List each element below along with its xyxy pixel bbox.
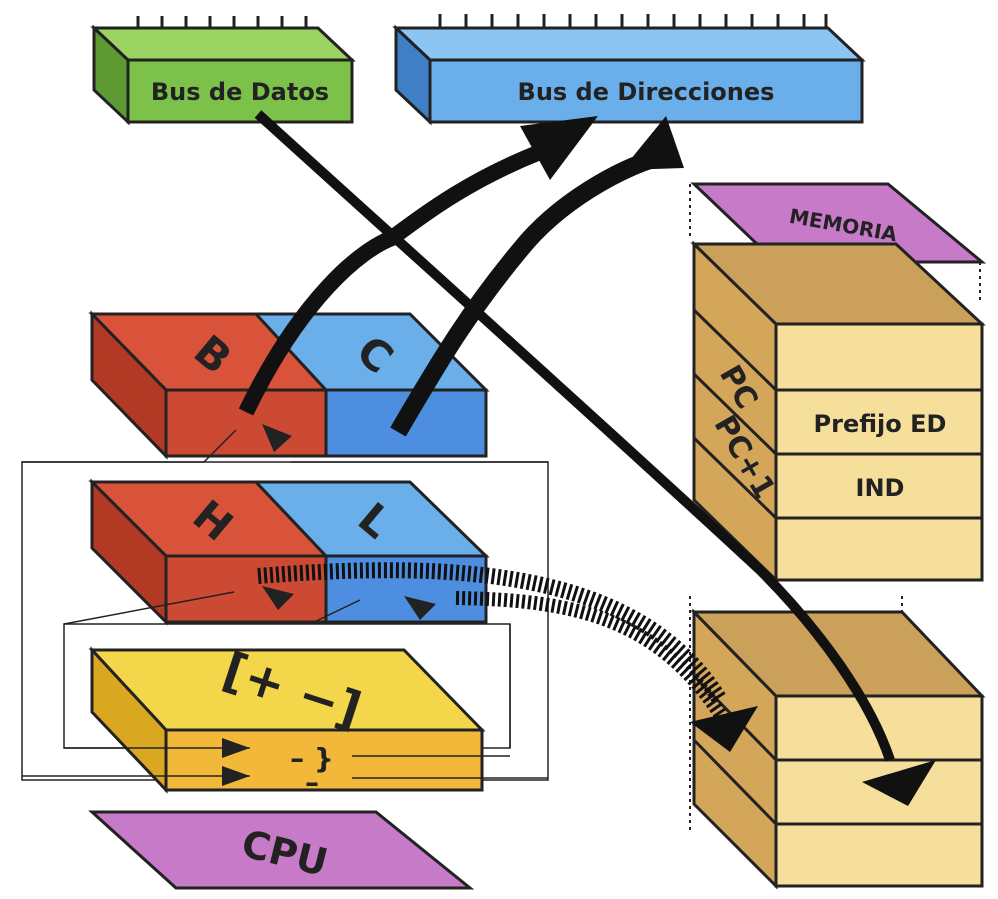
svg-text:–: – — [305, 766, 319, 799]
alu-input-arrows: – } – — [22, 738, 548, 799]
cpu-plate: CPU — [88, 810, 475, 890]
arrow-c-to-address-bus — [390, 116, 684, 437]
data-bus-block: Bus de Datos — [90, 16, 356, 126]
memory-cell-dividers — [692, 308, 982, 520]
alu-block: [+ −] – } – — [22, 642, 548, 799]
memory-cell-prefix: Prefijo ED — [814, 410, 947, 438]
register-hl: H L — [88, 478, 490, 626]
memory-cell-ind: IND — [856, 474, 905, 502]
arrow-data-bus-to-memory — [254, 110, 936, 806]
arrow-hl-to-memory — [257, 562, 758, 752]
memory-stack-upper: PC PC+1 Prefijo ED IND — [690, 240, 986, 584]
small-arrow-heads — [262, 424, 436, 620]
address-bus-label: Bus de Direcciones — [518, 78, 775, 106]
internal-lines — [22, 429, 548, 748]
svg-text:– }: – } — [290, 742, 334, 775]
data-bus-label: Bus de Datos — [151, 78, 329, 106]
address-bus-block: Bus de Direcciones — [392, 14, 866, 126]
register-bc: B C — [88, 310, 490, 460]
